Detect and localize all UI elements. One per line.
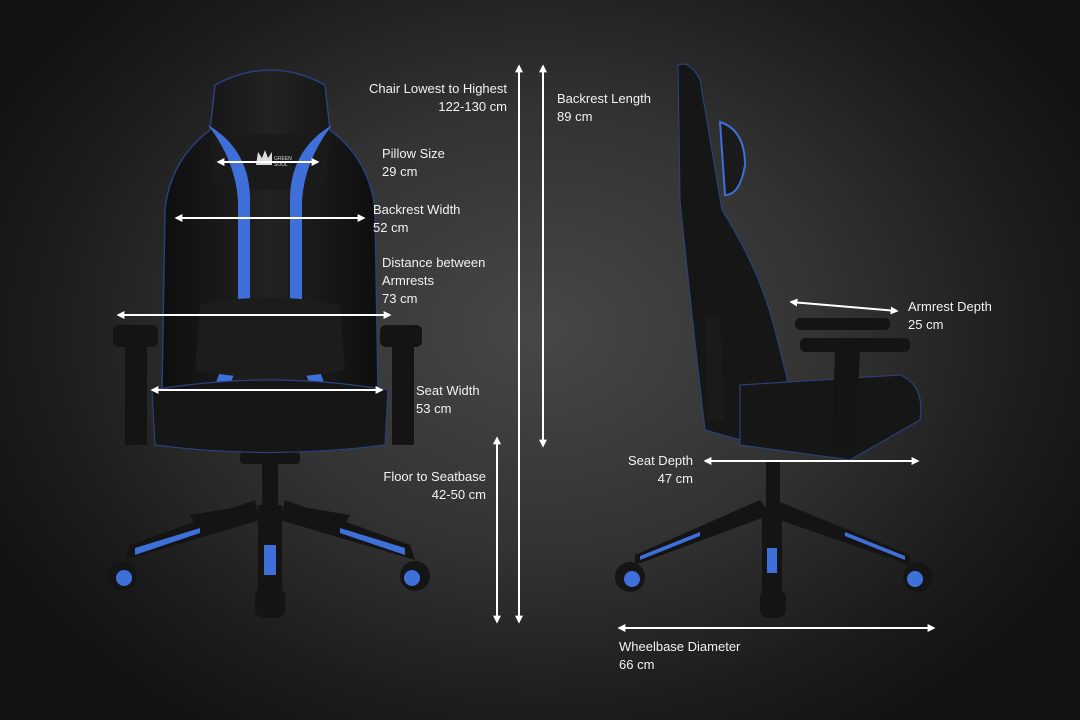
dimension-arrows: [116, 64, 936, 632]
armrest-depth-value: 25 cm: [908, 317, 944, 332]
backrest-width-value: 52 cm: [373, 220, 409, 235]
floor-to-seat-title: Floor to Seatbase: [383, 469, 486, 484]
backrest-width-title: Backrest Width: [373, 202, 461, 217]
pillow-size-label: Pillow Size 29 cm: [382, 145, 445, 181]
side-view-chair: [615, 63, 933, 618]
side-base: [615, 460, 933, 618]
recline-lever: [705, 315, 725, 420]
seat: [151, 379, 389, 454]
seat-depth-label: Seat Depth 47 cm: [628, 452, 693, 488]
seat-width-title: Seat Width: [416, 383, 480, 398]
wheelbase-value: 66 cm: [619, 657, 655, 672]
chair-height-label: Chair Lowest to Highest 122-130 cm: [369, 80, 507, 116]
chair-base: [125, 452, 415, 590]
side-pillow: [718, 120, 747, 197]
wheelbase-title: Wheelbase Diameter: [619, 639, 741, 654]
armrest-depth-arrow: [789, 298, 899, 315]
side-seat: [739, 374, 922, 461]
seat-width-value: 53 cm: [416, 401, 452, 416]
armrest-distance-title-2: Armrests: [382, 273, 434, 288]
backrest-length-value: 89 cm: [557, 109, 593, 124]
backrest-width-label: Backrest Width 52 cm: [373, 201, 460, 237]
backrest-length-label: Backrest Length 89 cm: [557, 90, 651, 126]
floor-to-seat-value: 42-50 cm: [431, 487, 486, 502]
lumbar-pillow: [195, 297, 345, 378]
armrest-distance-title-1: Distance between: [382, 255, 486, 270]
seat-width-label: Seat Width 53 cm: [416, 382, 480, 418]
pillow-size-title: Pillow Size: [382, 146, 445, 161]
chair-height-title: Chair Lowest to Highest: [368, 81, 507, 96]
armrests: [113, 325, 422, 445]
floor-to-seat-label: Floor to Seatbase 42-50 cm: [383, 468, 486, 504]
armrest-depth-title: Armrest Depth: [908, 299, 992, 314]
side-armrest: [795, 318, 910, 450]
armrest-distance-label: Distance between Armrests 73 cm: [382, 254, 485, 308]
seat-depth-value: 47 cm: [657, 471, 693, 486]
backrest-length-title: Backrest Length: [557, 91, 651, 106]
chair-height-value: 122-130 cm: [438, 99, 507, 114]
armrest-distance-value: 73 cm: [382, 291, 418, 306]
pillow-size-value: 29 cm: [382, 164, 418, 179]
wheelbase-label: Wheelbase Diameter 66 cm: [619, 638, 740, 674]
wheels: [107, 561, 430, 618]
seat-depth-title: Seat Depth: [627, 453, 693, 468]
front-view-chair: GREEN SOUL: [107, 69, 430, 618]
armrest-depth-label: Armrest Depth 25 cm: [908, 298, 992, 334]
